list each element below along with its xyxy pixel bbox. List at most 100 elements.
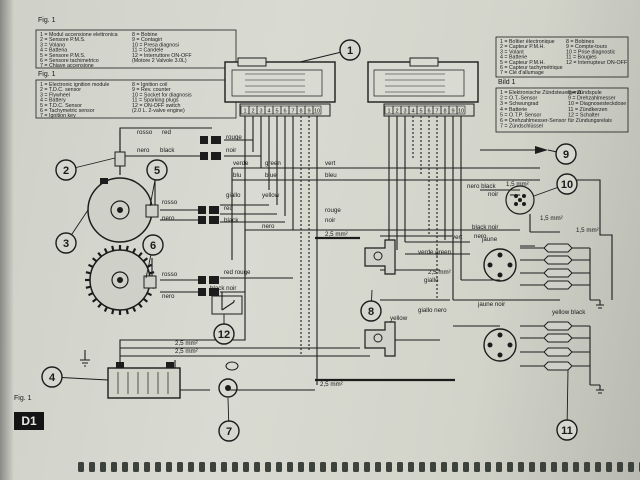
binding-hole — [628, 462, 634, 472]
pin-number: 1 — [387, 109, 390, 115]
callout-number: 11 — [561, 425, 573, 437]
page-code: D1 — [21, 414, 37, 428]
figure-label-bottom: Fig. 1 — [14, 395, 32, 402]
binding-hole — [430, 462, 436, 472]
callout-circle — [218, 420, 240, 442]
pin-number: 3 — [259, 109, 262, 115]
binding-hole — [397, 462, 403, 472]
legend-line: 1 = Electronic ignition module — [40, 82, 109, 88]
legend-line: 6 = Tachymetric sensor — [40, 108, 95, 114]
flywheel-tooth — [85, 285, 91, 289]
wire-label: rouge — [226, 134, 242, 141]
binding-hole — [496, 462, 502, 472]
wire-label: red — [162, 129, 172, 136]
callout-number: 8 — [368, 306, 374, 318]
wire-label: rosso — [162, 199, 178, 206]
callout-number: 5 — [154, 165, 160, 177]
pin-cell — [312, 105, 322, 115]
legend-line: 8 = Bobine — [132, 32, 158, 38]
legend-line: 7 = Ignition key — [40, 113, 76, 119]
binding-hole — [606, 462, 612, 472]
tdc-sensor-5 — [145, 204, 159, 218]
binding-hole — [518, 462, 524, 472]
callout-circle — [360, 300, 382, 322]
pin-number: 7 — [435, 109, 438, 115]
binding-hole — [540, 462, 546, 472]
legend-line: 2 = T.D.C. sensor — [40, 87, 81, 93]
wire-label: 1,5 mm² — [540, 215, 563, 222]
binding-hole — [265, 462, 271, 472]
spark-plug — [543, 255, 573, 265]
callout-number: 3 — [63, 238, 69, 250]
binding-hole — [573, 462, 579, 472]
wire-label: giallo — [424, 277, 439, 284]
wire-label: verde green — [418, 249, 452, 256]
wire-label: rosso — [137, 129, 153, 136]
spark-plugs — [543, 243, 573, 371]
binding-hole — [155, 462, 161, 472]
figure-label-mid: Fig. 1 — [38, 71, 56, 78]
binding-hole — [89, 462, 95, 472]
legend-line: 3 = Schwungrad — [500, 101, 538, 107]
pin-number: 7 — [291, 109, 294, 115]
spark-plug — [543, 347, 573, 357]
wire-label: yellow black — [552, 309, 586, 316]
legend-line: 9 = Rev. counter — [132, 87, 171, 93]
legend-line: 4 = Batteria — [40, 48, 67, 54]
pin-number: 2 — [395, 109, 398, 115]
flywheel-tooth — [132, 247, 137, 254]
flywheel-tooth — [125, 309, 129, 315]
callout-circle — [146, 159, 168, 181]
on-off-switch — [211, 295, 243, 315]
ignition-module-left — [224, 57, 336, 117]
pin-number: 8 — [299, 109, 302, 115]
legend-line: 11 = Candele — [132, 48, 163, 54]
binding-hole — [595, 462, 601, 472]
binding-hole — [221, 462, 227, 472]
legend-line: 1 = Modul accensione elettronica — [40, 32, 118, 38]
wire-label: jaune noir — [477, 301, 505, 308]
binding-hole — [617, 462, 623, 472]
wire-label: noir — [488, 191, 498, 198]
wire-label: nero — [137, 147, 150, 154]
flywheel-tooth — [146, 292, 153, 297]
tachymetric-sensor-6 — [143, 275, 157, 289]
binding-hole — [78, 462, 84, 472]
callout-number: 4 — [49, 372, 56, 384]
legend-line: 6 = Capteur tachymétrique — [500, 65, 563, 71]
flywheel-tooth — [85, 271, 91, 275]
wire-label: nero — [262, 223, 275, 230]
flywheel-tooth — [111, 309, 115, 315]
binding-hole — [243, 462, 249, 472]
binding-hole — [232, 462, 238, 472]
spark-plug — [543, 280, 573, 290]
callout-number: 2 — [63, 165, 69, 177]
wire-label: yellow — [262, 192, 280, 199]
legend-line: 1 = Boîtier électronique — [500, 39, 555, 45]
binding-hole — [507, 462, 513, 472]
legend-line: 8 = Bobines — [566, 39, 594, 45]
flywheel-tooth — [103, 306, 108, 313]
legend-line: 7 = Chiave accensione — [40, 63, 94, 69]
binding-hole — [331, 462, 337, 472]
spark-plug — [543, 321, 573, 331]
callout-circle — [555, 143, 577, 165]
legend-line: (2.0 L. 2-valve engine) — [132, 108, 185, 114]
legend-line: 3 = Volant — [500, 49, 524, 55]
legend-line: 11 = Bougies — [566, 55, 597, 61]
binding-hole — [584, 462, 590, 472]
legend-line: 3 = Flywheel — [40, 92, 70, 98]
spark-plug — [543, 333, 573, 343]
flywheel-tooth — [137, 251, 143, 258]
binding-hole — [309, 462, 315, 472]
callout-circle — [55, 159, 77, 181]
binding-holes — [78, 462, 640, 472]
callout-number: 12 — [218, 329, 230, 341]
wire-label: verde — [233, 160, 249, 167]
legend-line: 3 = Volano — [40, 42, 65, 48]
connector-blocks — [198, 136, 221, 296]
wire-label: blue — [265, 172, 277, 179]
binding-hole — [133, 462, 139, 472]
